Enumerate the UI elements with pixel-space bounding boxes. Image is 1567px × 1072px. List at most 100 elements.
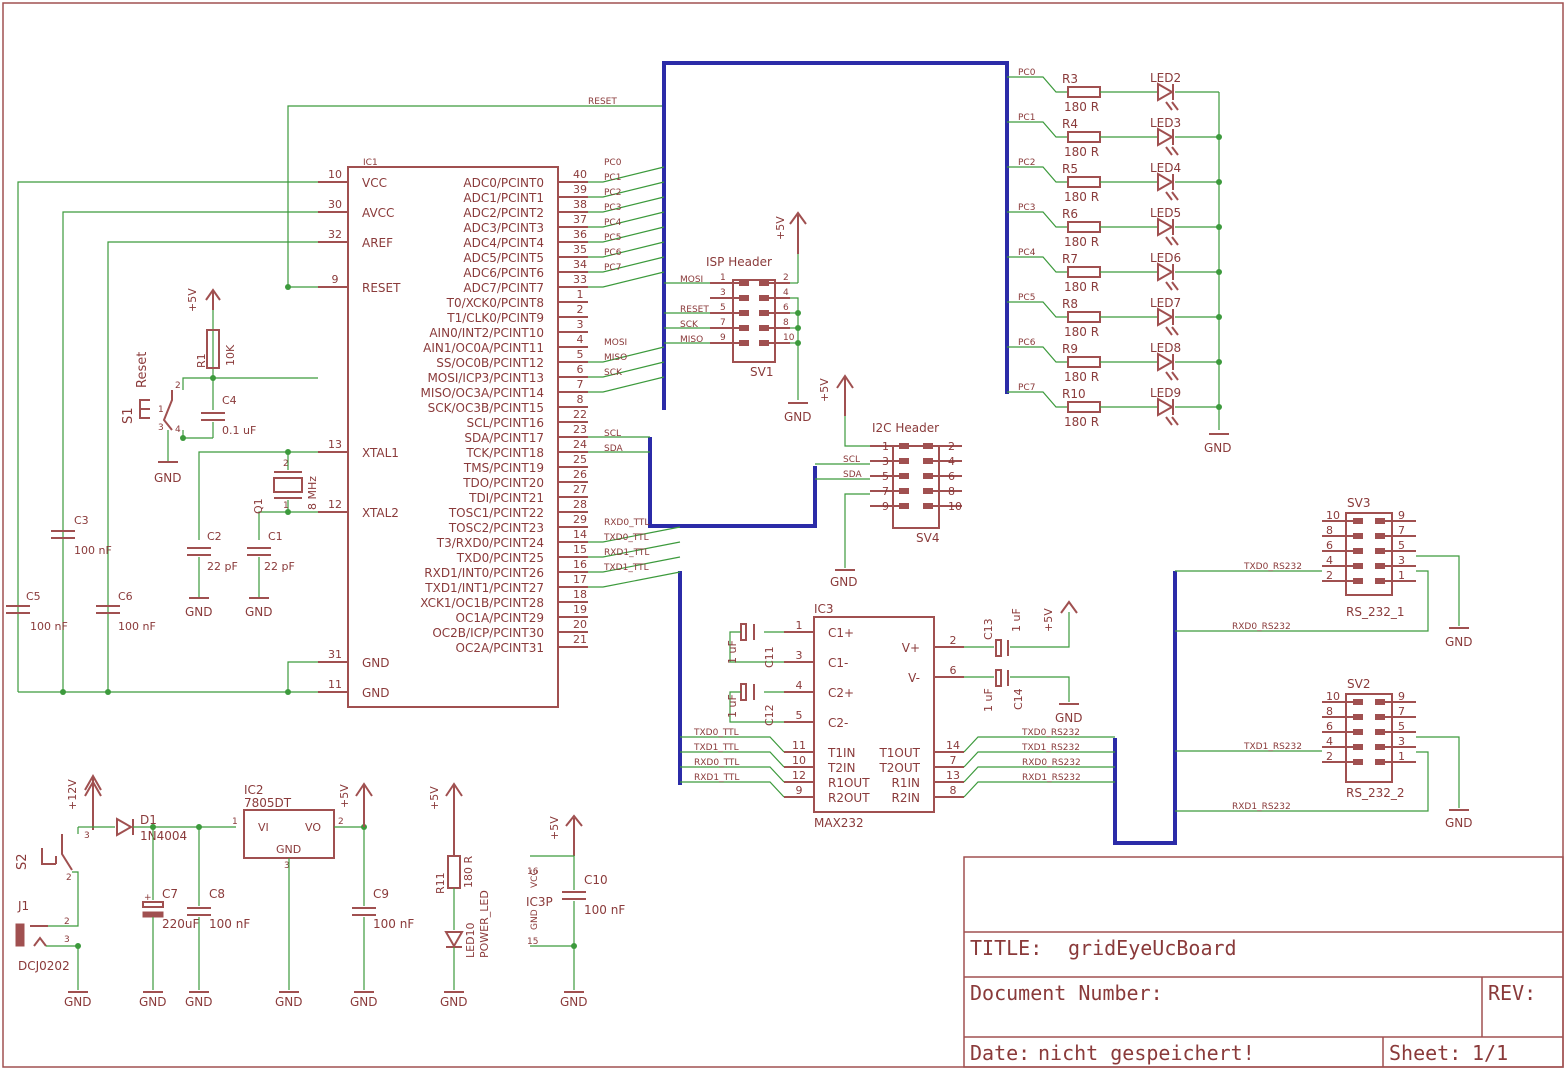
ic1-pin-num: 36 [573, 228, 587, 241]
ic1-pin-num: 29 [573, 513, 587, 526]
net-txd0-rs232-sv3: TXD0_RS232 [1243, 562, 1302, 572]
ic1-pin-num: 40 [573, 168, 587, 181]
ic1-pin-num: 25 [573, 453, 587, 466]
ic1-net-label: PC3 [604, 203, 621, 213]
c12-name: C12 [763, 704, 776, 726]
isp-pin-left: 1 [720, 273, 726, 283]
ic3-pin-num: 14 [946, 739, 960, 752]
net-sda-ic1: SDA [604, 444, 623, 454]
power-supply: +12V 32 S2 23 J1 DCJ0202 GND D1 1N4004 + [15, 773, 625, 1009]
ic3-net-label: TXD1_RS232 [1021, 743, 1080, 753]
ic2-gnd-pin: GND [276, 843, 301, 856]
led-name: LED2 [1150, 71, 1181, 85]
led10-value: POWER_LED [478, 890, 491, 958]
led-resistor-name: R8 [1062, 297, 1078, 311]
gnd-leds: GND [1204, 441, 1232, 455]
ic1-pin-label: XTAL1 [362, 446, 399, 460]
s2-name: S2 [15, 853, 30, 870]
ic1-pin-num: 34 [573, 258, 587, 271]
sv3-pin-right: 5 [1398, 539, 1405, 552]
led10-name: LED10 [464, 922, 477, 958]
isp-net-label: RESET [680, 305, 709, 315]
ic1-pin-num: 24 [573, 438, 587, 451]
ic1-pin-label: TXD0/PCINT25 [456, 551, 544, 565]
ic1-name: IC1 [363, 158, 378, 168]
s1-label: Reset [135, 352, 150, 388]
ic1-pin-label: VCC [362, 176, 387, 190]
ic1-pin-label: XCK1/OC1B/PCINT28 [420, 596, 544, 610]
gnd-ic2: GND [275, 995, 303, 1009]
ic1-pin-num: 4 [577, 333, 584, 346]
ic1-pin-label: ADC6/PCINT6 [463, 266, 544, 280]
gnd-sv3: GND [1445, 635, 1473, 649]
ic1-net-label: PC7 [604, 263, 621, 273]
ic1-pin-num: 26 [573, 468, 587, 481]
ic3-net-label: RXD1_RS232 [1022, 773, 1081, 783]
ic3-pin-label: C2- [828, 716, 848, 730]
ic1-pin-num: 8 [577, 393, 584, 406]
ic1-pin-label: ADC1/PCINT1 [463, 191, 544, 205]
led-resistor-name: R6 [1062, 207, 1078, 221]
ic1-pin-label: TXD1/INT1/PCINT27 [424, 581, 544, 595]
led-net-label: PC3 [1018, 203, 1035, 213]
led-net-label: PC2 [1018, 158, 1035, 168]
isp-pin-right: 10 [783, 333, 795, 343]
isp-pin-left: 7 [720, 318, 726, 328]
ic1-net-label: PC6 [604, 248, 622, 258]
ic1-pin-label: ADC0/PCINT0 [463, 176, 544, 190]
ic3-pin-label: T1OUT [878, 746, 920, 760]
i2c-name: SV4 [916, 531, 939, 545]
p5v-ic3: +5V [1042, 608, 1055, 632]
c10-value: 100 nF [584, 903, 625, 917]
net-txd1-rs232-sv2: TXD1_RS232 [1243, 742, 1302, 752]
sheet-value: 1/1 [1472, 1041, 1508, 1065]
ic1-pin-num: 28 [573, 498, 587, 511]
ic3-pin-num: 7 [950, 754, 957, 767]
c5-value: 100 nF [30, 620, 68, 633]
p5v-ic2: +5V [338, 784, 351, 808]
ic1-pin-label: T1/CLK0/PCINT9 [446, 311, 544, 325]
svg-text:2: 2 [64, 917, 70, 927]
p5v-ic3p: +5V [548, 816, 561, 840]
crystal-circuit: 21 Q1 8 MHz C2 22 pF GND C1 22 pF GND [185, 449, 319, 619]
led-net-label: PC5 [1018, 293, 1035, 303]
ic1-pin-num: 35 [573, 243, 587, 256]
isp-pin-left: 9 [720, 333, 726, 343]
ic1-pin-num: 19 [573, 603, 587, 616]
ic1-pin-label: RESET [362, 281, 401, 295]
c10-name: C10 [584, 873, 608, 887]
ic1-pin-num: 3 [577, 318, 584, 331]
svg-text:3: 3 [158, 423, 164, 433]
ic1-pin-num: 6 [577, 363, 584, 376]
title-label: TITLE: [970, 936, 1042, 960]
sv3-name: SV3 [1347, 496, 1370, 510]
reset-circuit: +5V R1 10K C4 0.1 uF 24 13 S1 Reset GND [121, 288, 318, 485]
c7-value: 220uF [162, 917, 200, 931]
ic1-pin-num: 31 [328, 648, 342, 661]
i2c-pin-right: 4 [948, 455, 955, 468]
sv2-pin-right: 5 [1398, 720, 1405, 733]
j1-name: J1 [17, 899, 29, 913]
ic2-vo: VO [305, 821, 321, 834]
sv3-pin-right: 9 [1398, 509, 1405, 522]
sv3-pin-left: 8 [1326, 524, 1333, 537]
sv2-pin-left: 8 [1326, 705, 1333, 718]
led-resistor-value: 180 R [1064, 370, 1099, 384]
ic1-pin-num: 5 [577, 348, 584, 361]
net-reset: RESET [588, 97, 617, 107]
i2c-pin-right: 2 [948, 440, 955, 453]
led-name: LED8 [1150, 341, 1181, 355]
ic1-pin-num: 37 [573, 213, 587, 226]
isp-net-label: SCK [680, 320, 699, 330]
isp-title: ISP Header [706, 255, 772, 269]
ic1-pin-label: SCL/PCINT16 [467, 416, 544, 430]
ic1-pin-num: 32 [328, 228, 342, 241]
ic1-pin-num: 21 [573, 633, 587, 646]
c6-name: C6 [118, 590, 133, 603]
ic1-pin-num: 14 [573, 528, 587, 541]
ic1-pin-label: ADC2/PCINT2 [463, 206, 544, 220]
gnd-c1: GND [245, 605, 273, 619]
sv2-pin-right: 1 [1398, 750, 1405, 763]
gnd-led10: GND [440, 995, 468, 1009]
